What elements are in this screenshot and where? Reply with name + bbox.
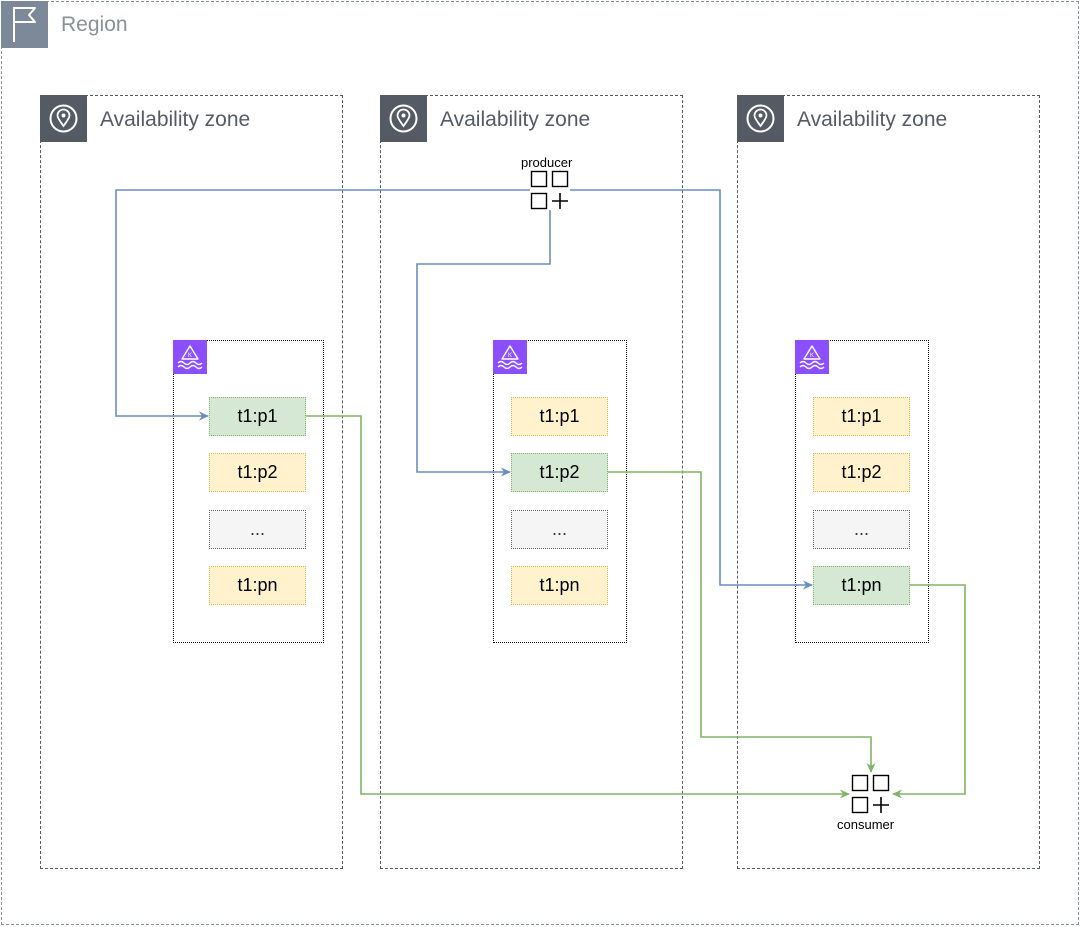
consume-arrow-p2 (608, 471, 876, 773)
partition-t1-p1: t1:p1 (511, 397, 608, 436)
availability-zone-label: Availability zone (797, 108, 948, 131)
consumer-label: consumer (837, 817, 895, 832)
availability-zone-3 (737, 95, 1040, 869)
svg-text:K: K (508, 353, 512, 359)
partition-t1-p1: t1:p1 (813, 397, 910, 436)
location-pin-icon (737, 95, 784, 142)
partition-t1-pn: t1:pn (511, 566, 608, 605)
producer-label: producer (521, 155, 573, 170)
broker-2 (493, 340, 627, 643)
availability-zone-1 (40, 95, 343, 869)
produce-arrow-pn (570, 189, 813, 590)
partition-t1-p2: t1:p2 (209, 453, 306, 492)
broker-3 (795, 340, 929, 643)
region-label: Region (61, 13, 128, 36)
partition-t1-p2: t1:p2 (813, 453, 910, 492)
location-pin-icon (380, 95, 427, 142)
partition-t1-pn: t1:pn (813, 566, 910, 605)
svg-text:K: K (188, 353, 192, 359)
availability-zone-label: Availability zone (100, 108, 251, 131)
produce-arrow-p2 (416, 210, 551, 477)
svg-text:K: K (810, 353, 814, 359)
partition-more: ... (813, 510, 910, 549)
application-icon (530, 170, 569, 210)
broker-1 (173, 340, 324, 643)
amazon-msk-icon: K (173, 340, 207, 374)
region-flag-icon (1, 1, 48, 48)
consume-arrow-p1 (306, 415, 850, 799)
availability-zone-2 (380, 95, 683, 869)
produce-arrow-p1 (115, 189, 530, 421)
application-icon (851, 774, 890, 814)
partition-t1-pn: t1:pn (209, 566, 306, 605)
availability-zone-label: Availability zone (440, 108, 591, 131)
location-pin-icon (40, 95, 87, 142)
amazon-msk-icon: K (493, 340, 527, 374)
amazon-msk-icon: K (795, 340, 829, 374)
partition-t1-p2: t1:p2 (511, 453, 608, 492)
partition-more: ... (209, 510, 306, 549)
partition-more: ... (511, 510, 608, 549)
consume-arrow-pn (892, 584, 966, 799)
partition-t1-p1: t1:p1 (209, 397, 306, 436)
